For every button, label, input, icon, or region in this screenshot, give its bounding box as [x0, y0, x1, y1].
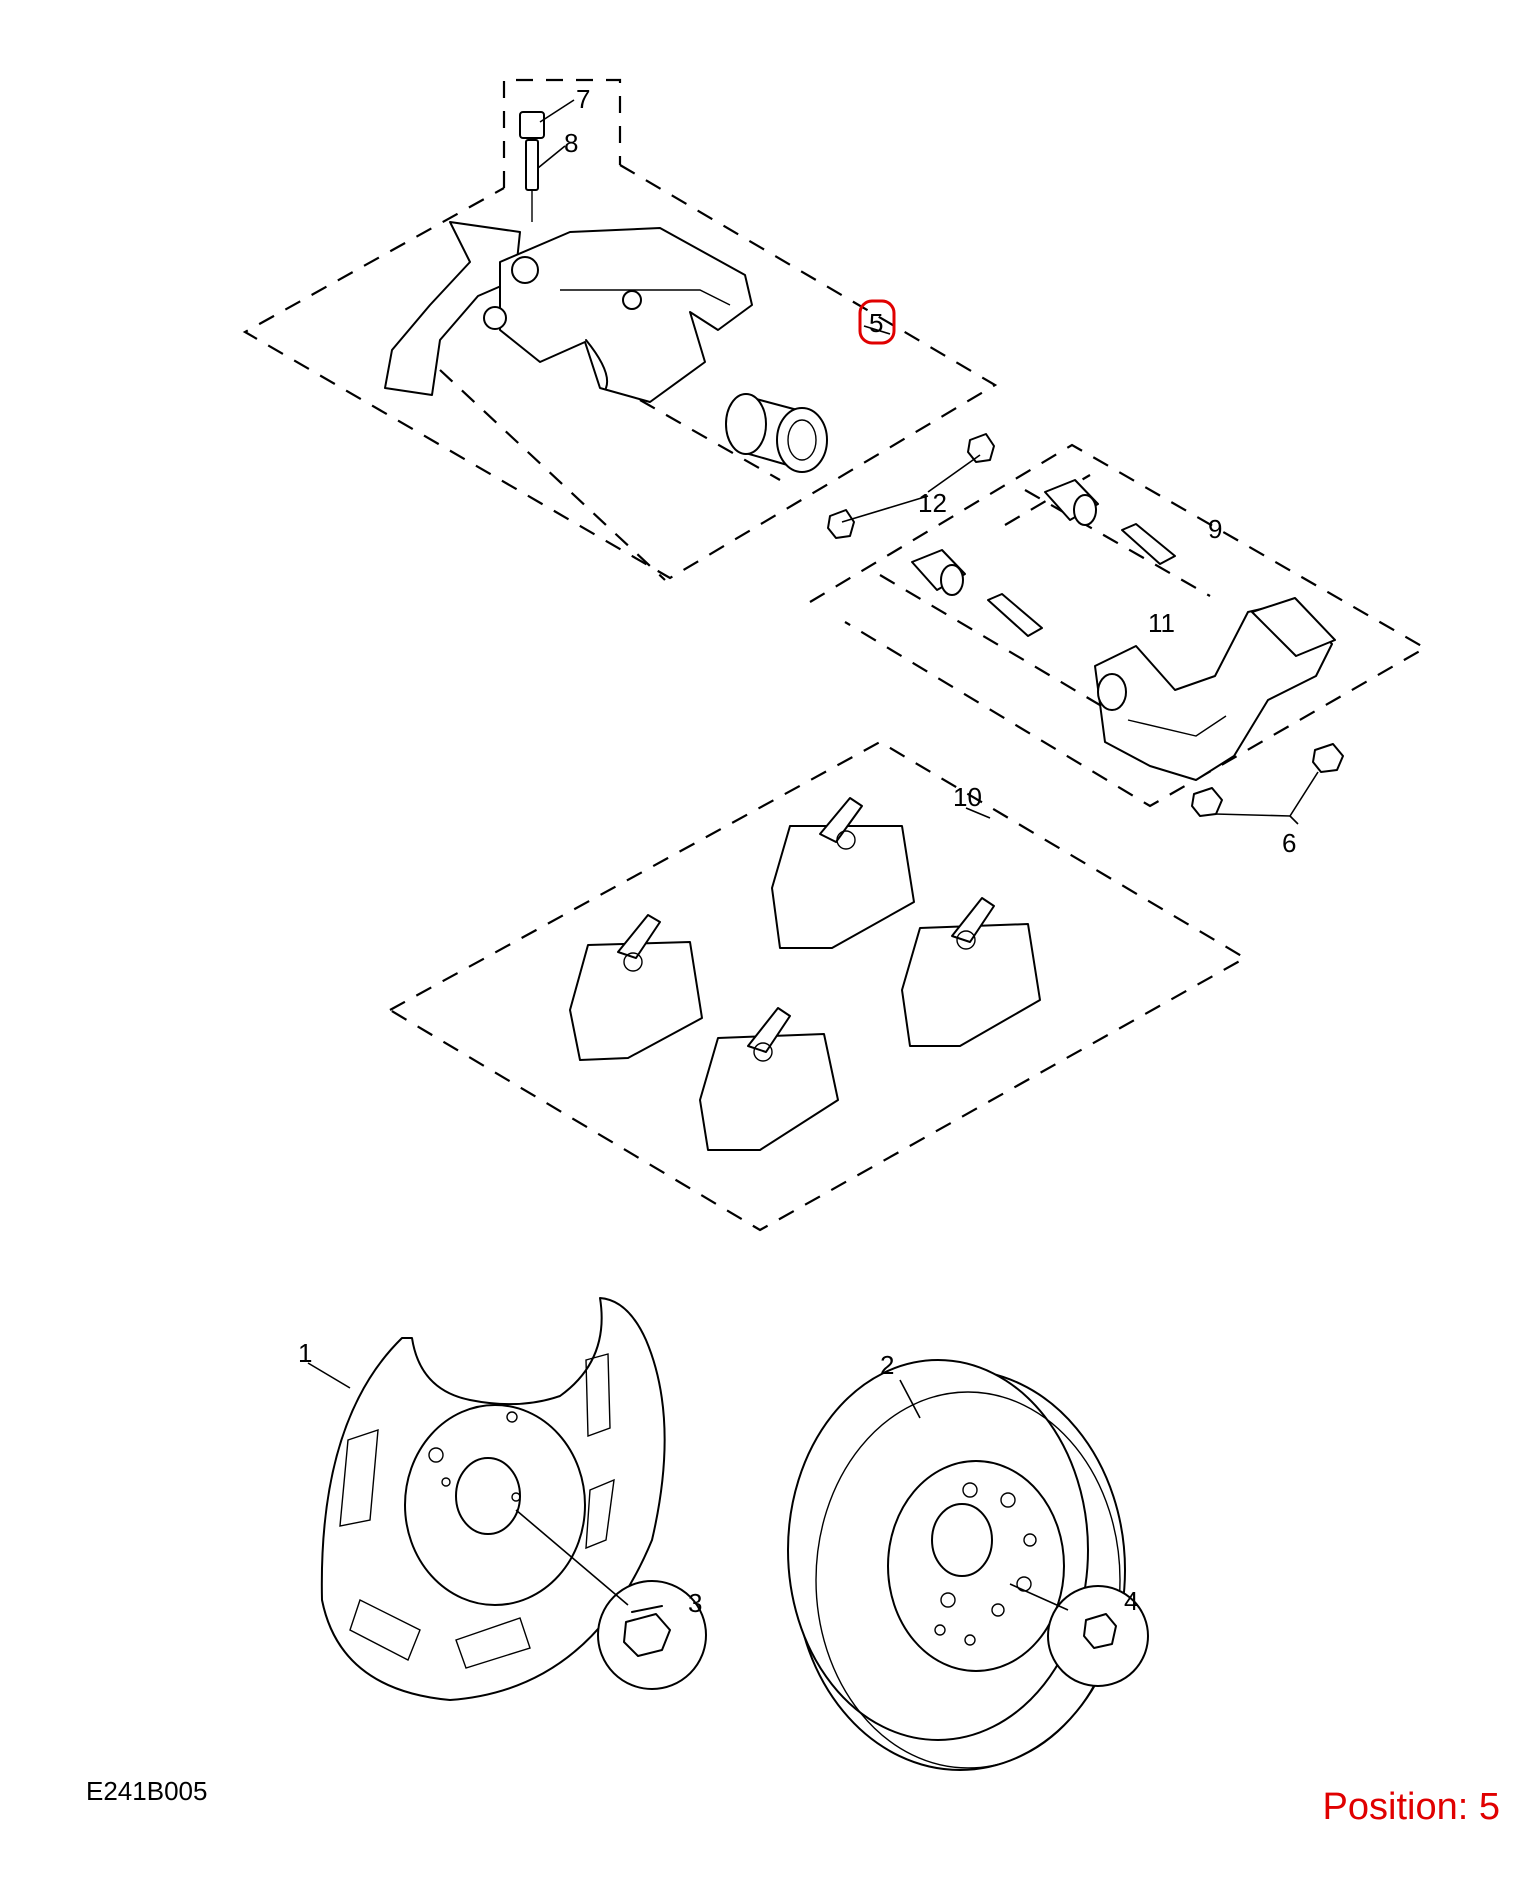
- brake-disc-group: 2 4: [787, 1350, 1149, 1771]
- callout-10[interactable]: 10: [953, 782, 982, 812]
- callout-2[interactable]: 2: [880, 1350, 894, 1380]
- position-label: Position: 5: [1322, 1786, 1500, 1828]
- callout-5[interactable]: 5: [869, 308, 883, 338]
- callout-12[interactable]: 12: [918, 488, 947, 518]
- callout-4[interactable]: 4: [1124, 1586, 1138, 1616]
- callout-6[interactable]: 6: [1282, 828, 1296, 858]
- callout-3[interactable]: 3: [688, 1588, 702, 1618]
- callout-11[interactable]: 11: [1148, 608, 1175, 638]
- splash-shield-group: 1 3: [298, 1297, 707, 1701]
- brake-pads-group: 10: [389, 740, 1248, 1232]
- callout-1[interactable]: 1: [298, 1338, 312, 1368]
- callout-9[interactable]: 9: [1208, 514, 1222, 544]
- caliper-group: 5 7 8 12: [242, 78, 998, 581]
- carrier-group: 9 11 6: [809, 443, 1428, 858]
- diagram-code: E241B005: [86, 1776, 208, 1806]
- position-5-highlight: [858, 299, 896, 345]
- callout-8[interactable]: 8: [564, 128, 578, 158]
- callout-7[interactable]: 7: [576, 84, 590, 114]
